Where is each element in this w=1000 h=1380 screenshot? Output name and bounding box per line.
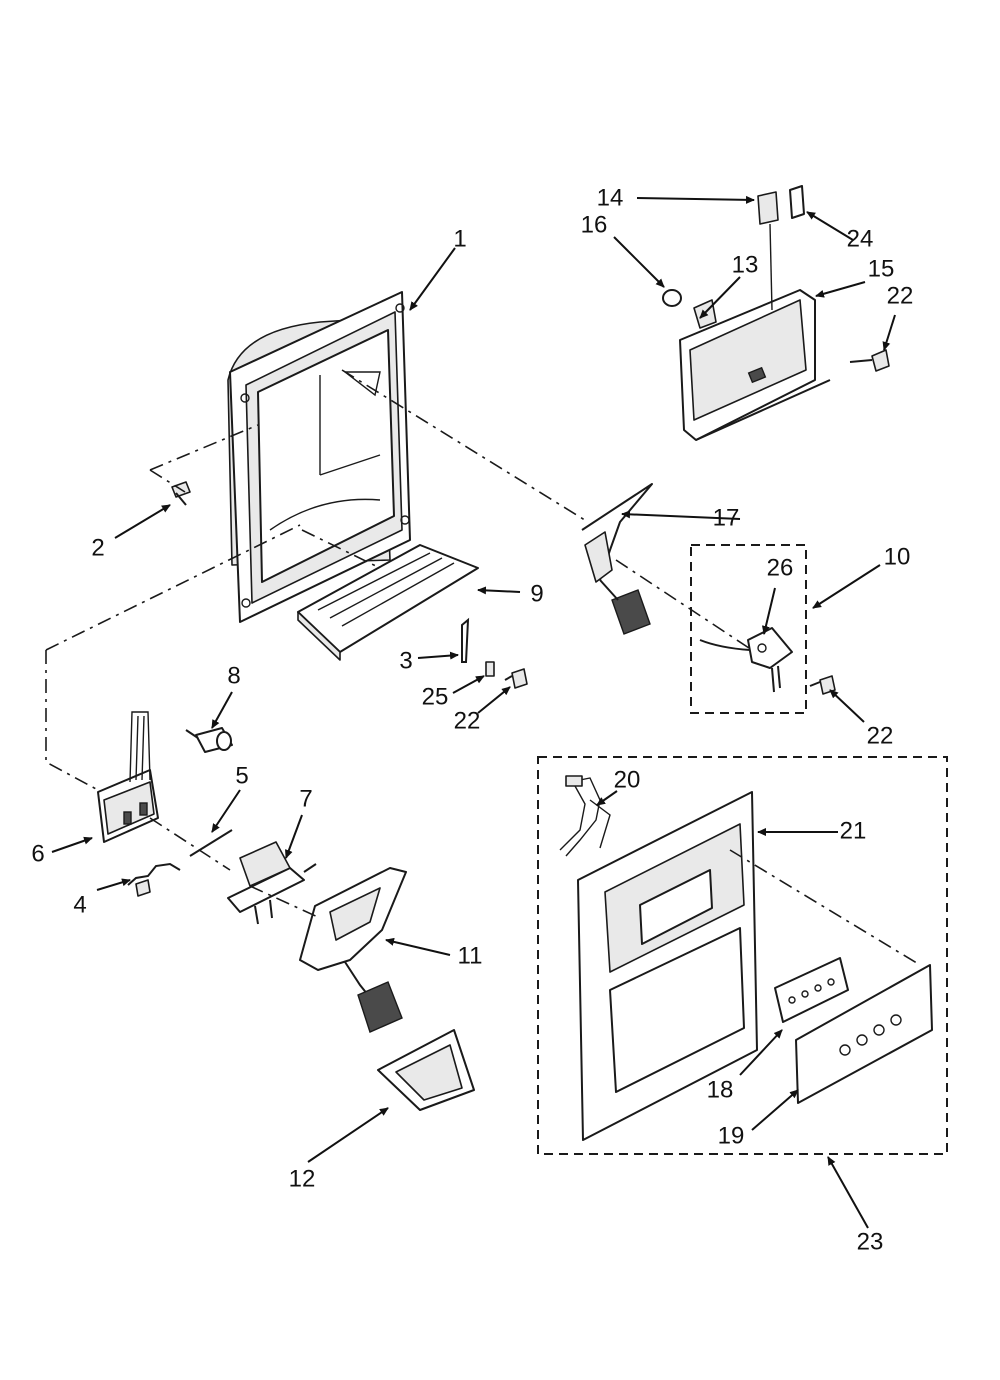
label-part-23: 23 bbox=[857, 1228, 884, 1255]
water-lever-17 bbox=[581, 483, 653, 635]
bulb-16 bbox=[662, 289, 682, 307]
label-part-22-center: 22 bbox=[454, 707, 481, 734]
label-part-5: 5 bbox=[235, 762, 248, 789]
screw-22-top bbox=[849, 349, 890, 372]
leader-arrows bbox=[51, 195, 896, 1229]
label-part-11: 11 bbox=[458, 942, 483, 969]
label-part-15: 15 bbox=[868, 255, 895, 282]
label-part-10: 10 bbox=[884, 543, 911, 570]
spring-4 bbox=[127, 862, 181, 897]
pin-5 bbox=[189, 829, 233, 857]
switch-14 bbox=[757, 191, 779, 311]
label-part-20: 20 bbox=[614, 766, 641, 793]
spring-3 bbox=[461, 617, 470, 663]
label-part-2: 2 bbox=[91, 534, 104, 561]
label-part-25: 25 bbox=[422, 683, 449, 710]
part-labels: 1 2 3 25 22 4 5 6 7 8 9 10 11 12 13 14 1… bbox=[31, 184, 913, 1255]
label-part-21: 21 bbox=[840, 817, 867, 844]
label-part-8: 8 bbox=[227, 662, 240, 689]
label-part-9: 9 bbox=[530, 580, 543, 607]
ice-chute-12 bbox=[377, 1029, 475, 1111]
label-part-7: 7 bbox=[299, 785, 312, 812]
label-part-16: 16 bbox=[581, 211, 608, 238]
label-part-4: 4 bbox=[73, 891, 86, 918]
wire-harness-20 bbox=[559, 775, 611, 857]
label-part-26: 26 bbox=[767, 554, 794, 581]
control-board-18 bbox=[774, 957, 849, 1023]
solenoid-7 bbox=[227, 841, 317, 925]
motor-8 bbox=[185, 727, 233, 753]
label-part-22-right: 22 bbox=[867, 722, 894, 749]
label-part-3: 3 bbox=[399, 647, 412, 674]
water-valve-assembly bbox=[690, 544, 807, 714]
cover-24 bbox=[789, 185, 805, 219]
label-part-24: 24 bbox=[847, 225, 874, 252]
drip-tray bbox=[297, 544, 479, 661]
solenoid-module bbox=[97, 711, 159, 843]
label-part-6: 6 bbox=[31, 840, 44, 867]
ice-lever-11 bbox=[299, 867, 407, 1033]
assembly-lines bbox=[45, 369, 921, 966]
label-part-19: 19 bbox=[718, 1122, 745, 1149]
control-panel-assembly bbox=[537, 756, 948, 1155]
overlay-19 bbox=[795, 964, 933, 1104]
screw-22-center bbox=[504, 668, 528, 689]
label-part-13: 13 bbox=[732, 251, 759, 278]
label-part-12: 12 bbox=[289, 1165, 316, 1192]
label-part-17: 17 bbox=[713, 504, 740, 531]
light-housing-15 bbox=[679, 289, 831, 441]
clip-25 bbox=[485, 661, 495, 677]
label-part-22-top: 22 bbox=[887, 282, 914, 309]
label-part-14: 14 bbox=[597, 184, 624, 211]
label-part-18: 18 bbox=[707, 1076, 734, 1103]
dispenser-housing bbox=[227, 291, 411, 623]
label-part-1: 1 bbox=[453, 225, 466, 252]
